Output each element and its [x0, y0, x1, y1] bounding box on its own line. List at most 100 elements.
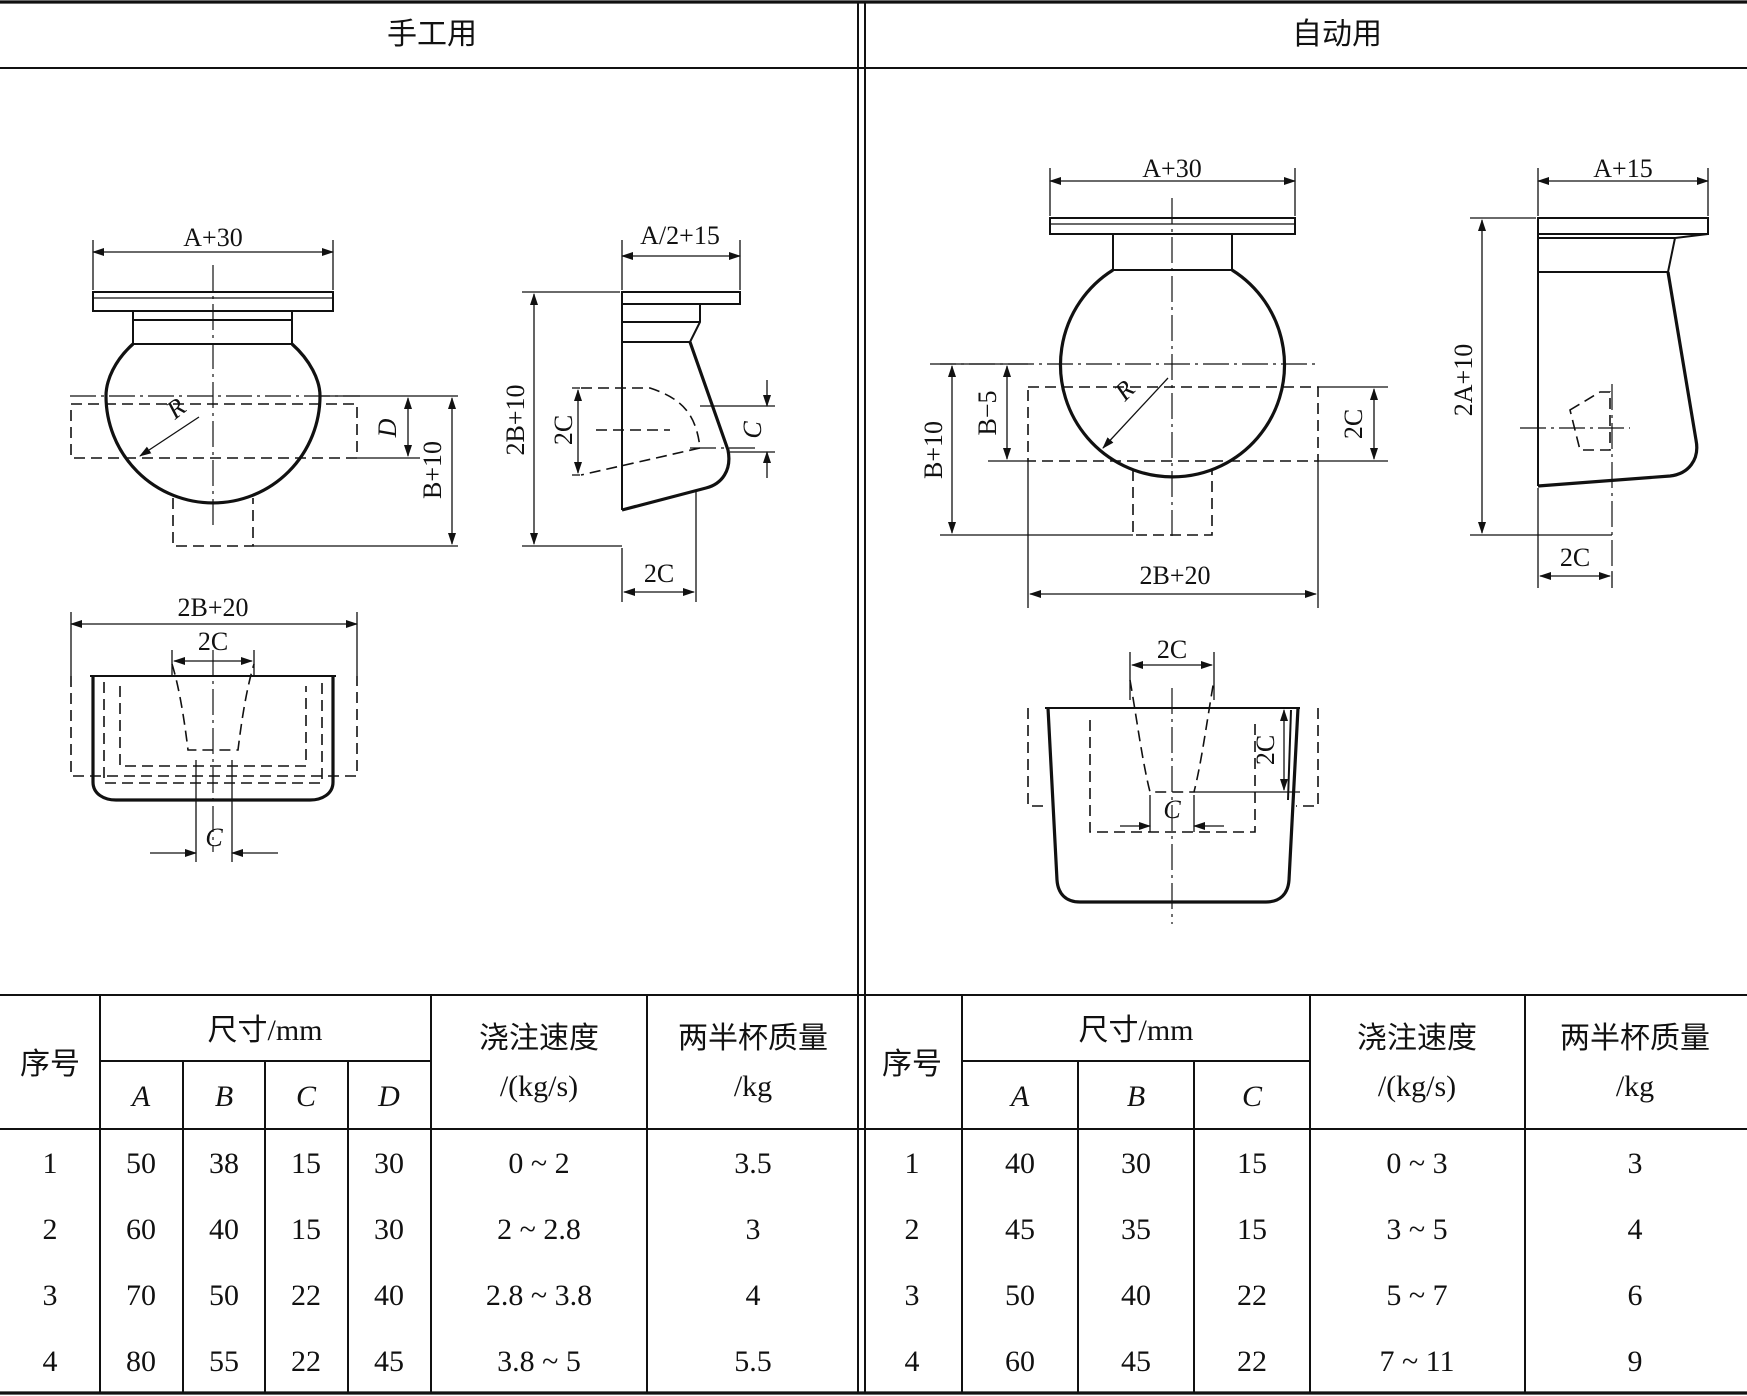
l-th-seq: 序号 — [20, 1048, 80, 1081]
l-th-C: C — [296, 1080, 317, 1113]
header-automatic: 自动用 — [1292, 18, 1382, 51]
l-cell-r3-c4: 22 — [291, 1279, 321, 1312]
l-cell-r4-c7: 5.5 — [734, 1345, 772, 1378]
r-cell-r2-c1: 2 — [905, 1213, 920, 1246]
l-cell-r1-c2: 50 — [126, 1147, 156, 1180]
l-th-mass-unit: /kg — [734, 1070, 772, 1103]
l-th-mass: 两半杯质量 — [678, 1022, 828, 1055]
l-cell-r2-c7: 3 — [746, 1213, 761, 1246]
dim-l-side-C: C — [738, 421, 767, 439]
dim-l-top-width: A+30 — [183, 223, 242, 252]
l-cell-r2-c6: 2 ~ 2.8 — [497, 1213, 581, 1246]
r-cell-r4-c4: 22 — [1237, 1345, 1267, 1378]
l-cell-r3-c6: 2.8 ~ 3.8 — [486, 1279, 592, 1312]
l-cell-r3-c2: 70 — [126, 1279, 156, 1312]
r-th-speed: 浇注速度 — [1357, 1022, 1477, 1055]
dim-r-R: R — [1108, 374, 1141, 407]
dim-l-side-2B10: 2B+10 — [501, 384, 530, 455]
dim-r-top-width: A+30 — [1142, 154, 1201, 183]
manual-front-view: R A+30 D B+10 — [70, 223, 458, 547]
l-cell-r4-c5: 45 — [374, 1345, 404, 1378]
l-cell-r4-c4: 22 — [291, 1345, 321, 1378]
dim-r-side-2C: 2C — [1560, 543, 1590, 572]
r-cell-r3-c3: 40 — [1121, 1279, 1151, 1312]
l-cell-r1-c1: 1 — [43, 1147, 58, 1180]
r-cell-r2-c3: 35 — [1121, 1213, 1151, 1246]
dim-l-plan-2B20: 2B+20 — [177, 593, 248, 622]
r-cell-r1-c3: 30 — [1121, 1147, 1151, 1180]
l-cell-r2-c2: 60 — [126, 1213, 156, 1246]
r-cell-r2-c2: 45 — [1005, 1213, 1035, 1246]
r-cell-r3-c1: 3 — [905, 1279, 920, 1312]
r-th-mass: 两半杯质量 — [1560, 1022, 1710, 1055]
manual-plan-view: 2B+20 2C C — [70, 593, 358, 862]
dim-r-side-2A10: 2A+10 — [1449, 344, 1478, 416]
r-cell-r2-c6: 4 — [1628, 1213, 1643, 1246]
dim-r-plan-2C-top: 2C — [1157, 635, 1187, 664]
dim-r-side-width: A+15 — [1593, 154, 1652, 183]
auto-table: 序号 尺寸/mm 浇注速度 /(kg/s) 两半杯质量 /kg A B C — [882, 995, 1710, 1393]
l-cell-r4-c6: 3.8 ~ 5 — [497, 1345, 581, 1378]
r-cell-r1-c6: 3 — [1628, 1147, 1643, 1180]
r-th-C: C — [1242, 1080, 1263, 1113]
r-cell-r3-c4: 22 — [1237, 1279, 1267, 1312]
l-cell-r1-c3: 38 — [209, 1147, 239, 1180]
l-cell-r4-c2: 80 — [126, 1345, 156, 1378]
r-cell-r4-c2: 60 — [1005, 1345, 1035, 1378]
auto-table-rows: 1 40 30 15 0 ~ 3 3 2 45 35 15 3 ~ 5 4 3 50 40 22 5 ~ 7 6 4… — [905, 1147, 1643, 1378]
r-cell-r4-c3: 45 — [1121, 1345, 1151, 1378]
l-cell-r4-c1: 4 — [43, 1345, 58, 1378]
r-th-B: B — [1127, 1080, 1145, 1113]
l-cell-r2-c3: 40 — [209, 1213, 239, 1246]
l-cell-r3-c1: 3 — [43, 1279, 58, 1312]
l-cell-r1-c7: 3.5 — [734, 1147, 772, 1180]
l-cell-r3-c5: 40 — [374, 1279, 404, 1312]
l-th-speed: 浇注速度 — [479, 1022, 599, 1055]
dim-r-B5: B−5 — [973, 390, 1002, 435]
dim-l-side-width: A/2+15 — [640, 221, 720, 250]
r-th-A: A — [1009, 1080, 1030, 1113]
dim-l-side-2C: 2C — [549, 415, 578, 445]
auto-front-view: R A+30 B+10 B−5 2C 2B+20 — [919, 154, 1388, 608]
l-cell-r2-c5: 30 — [374, 1213, 404, 1246]
r-cell-r4-c6: 9 — [1628, 1345, 1643, 1378]
l-th-A: A — [130, 1080, 151, 1113]
dim-l-side-bottom-2C: 2C — [644, 559, 674, 588]
l-cell-r1-c4: 15 — [291, 1147, 321, 1180]
r-cell-r1-c4: 15 — [1237, 1147, 1267, 1180]
auto-side-view: A+15 2A+10 2C — [1449, 154, 1709, 588]
l-th-B: B — [215, 1080, 233, 1113]
dim-r-2B20: 2B+20 — [1139, 561, 1210, 590]
l-cell-r2-c4: 15 — [291, 1213, 321, 1246]
r-cell-r4-c1: 4 — [905, 1345, 920, 1378]
l-cell-r1-c6: 0 ~ 2 — [508, 1147, 569, 1180]
l-cell-r3-c7: 4 — [746, 1279, 761, 1312]
dim-r-B10: B+10 — [919, 421, 948, 479]
r-cell-r1-c5: 0 ~ 3 — [1386, 1147, 1447, 1180]
r-cell-r3-c2: 50 — [1005, 1279, 1035, 1312]
manual-table: 序号 尺寸/mm 浇注速度 /(kg/s) 两半杯质量 /kg A B C D — [20, 995, 828, 1393]
header-manual: 手工用 — [387, 18, 477, 51]
l-th-size: 尺寸/mm — [207, 1014, 322, 1047]
r-cell-r2-c4: 15 — [1237, 1213, 1267, 1246]
r-cell-r3-c6: 6 — [1628, 1279, 1643, 1312]
r-cell-r1-c2: 40 — [1005, 1147, 1035, 1180]
r-cell-r1-c1: 1 — [905, 1147, 920, 1180]
dim-l-R: R — [160, 392, 191, 425]
r-th-size: 尺寸/mm — [1078, 1014, 1193, 1047]
l-cell-r2-c1: 2 — [43, 1213, 58, 1246]
r-cell-r4-c5: 7 ~ 11 — [1379, 1345, 1454, 1378]
r-cell-r2-c5: 3 ~ 5 — [1386, 1213, 1447, 1246]
l-th-speed-unit: /(kg/s) — [500, 1070, 578, 1103]
l-cell-r4-c3: 55 — [209, 1345, 239, 1378]
dim-l-plan-2C: 2C — [198, 627, 228, 656]
r-cell-r3-c5: 5 ~ 7 — [1386, 1279, 1447, 1312]
dim-r-plan-2C-right: 2C — [1251, 735, 1280, 765]
manual-side-view: A/2+15 2B+10 2C C 2C — [501, 221, 775, 602]
dim-l-D: D — [373, 418, 402, 438]
l-th-D: D — [377, 1080, 400, 1113]
l-cell-r1-c5: 30 — [374, 1147, 404, 1180]
